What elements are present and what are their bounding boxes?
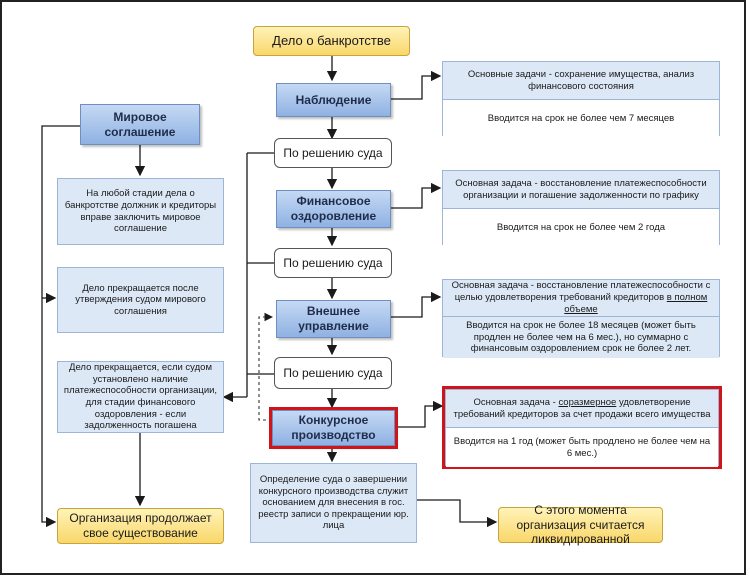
external-management-node: Внешнее управление xyxy=(276,300,391,338)
financial-recovery-panel: Основная задача - восстановление платеже… xyxy=(442,170,720,246)
solvency-termination-note: Дело прекращается, если судом установлен… xyxy=(57,361,224,433)
court-ruling-node: Определение суда о завершении конкурсног… xyxy=(250,463,417,543)
financial-recovery-term: Вводится на срок не более чем 2 года xyxy=(443,208,719,246)
bankruptcy-tasks: Основная задача - соразмерное удовлетвор… xyxy=(446,390,718,427)
external-tasks-text: Основная задача - восстановление платеже… xyxy=(451,280,711,304)
external-management-term: Вводится на срок не более 18 месяцев (мо… xyxy=(443,316,719,358)
organization-continues-node: Организация продолжает свое существовани… xyxy=(57,508,224,544)
external-management-panel: Основная задача - восстановление платеже… xyxy=(442,279,720,358)
court-decision-3: По решению суда xyxy=(274,357,392,389)
external-tasks-underlined: в полном объеме xyxy=(564,292,708,315)
financial-recovery-node: Финансовое оздоровление xyxy=(276,190,391,228)
bankruptcy-tasks-text-b: удовлетворение требований кредиторов за … xyxy=(453,396,711,420)
settlement-node: Мировое соглашение xyxy=(80,104,200,145)
bankruptcy-tasks-text-a: Основная задача - xyxy=(473,396,559,408)
observation-tasks: Основные задачи - сохранение имущества, … xyxy=(467,68,695,92)
bankruptcy-proceedings-node: Конкурсное производство xyxy=(269,407,398,449)
observation-node: Наблюдение xyxy=(276,83,391,117)
court-decision-1: По решению суда xyxy=(274,138,392,168)
financial-recovery-tasks: Основная задача - восстановление платеже… xyxy=(455,177,707,201)
bankruptcy-tasks-underlined: соразмерное xyxy=(558,396,617,408)
liquidated-node: С этого момента организация считается ли… xyxy=(498,503,663,546)
settlement-any-stage-note: На любой стадии дела о банкротстве должн… xyxy=(57,178,224,245)
settlement-termination-note: Дело прекращается после утверждения судо… xyxy=(57,267,224,333)
observation-term: Вводится на срок не более чем 7 месяцев xyxy=(443,99,719,137)
bankruptcy-term: Вводится на 1 год (может быть продлено н… xyxy=(446,427,718,467)
observation-panel: Основные задачи - сохранение имущества, … xyxy=(442,61,720,137)
case-title-node: Дело о банкротстве xyxy=(253,26,410,56)
external-management-tasks: Основная задача - восстановление платеже… xyxy=(443,280,719,316)
bankruptcy-panel: Основная задача - соразмерное удовлетвор… xyxy=(442,386,722,469)
court-decision-2: По решению суда xyxy=(274,248,392,278)
